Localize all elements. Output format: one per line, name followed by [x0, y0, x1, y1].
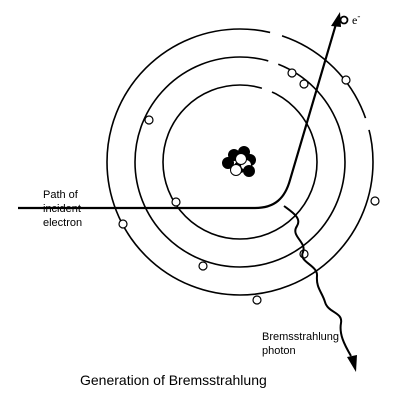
scattered-electron-icon [339, 15, 349, 25]
shell-gaps [261, 30, 371, 131]
gap-m-right [363, 117, 371, 131]
gap-m-upper [269, 30, 283, 39]
arrowhead-icon [347, 355, 357, 372]
electron-symbol: e- [352, 11, 360, 27]
gap-l-upper [267, 59, 279, 68]
electron-icon [341, 75, 351, 85]
shell-k [162, 84, 318, 240]
electron-shells [106, 28, 374, 296]
photon-label: Bremsstrahlung photon [262, 331, 342, 357]
gap-k-upper [261, 85, 274, 95]
arrowhead-icon [331, 12, 341, 27]
nucleus-icon [222, 146, 256, 177]
electron-icon [299, 79, 309, 89]
shell-m [106, 28, 374, 296]
electron-icon [287, 68, 297, 78]
incident-electron-label: Path of incident electron [43, 189, 84, 229]
electron-icon [171, 197, 181, 207]
incident-electron-path [18, 23, 338, 210]
shell-l [134, 56, 346, 268]
electron-icon [370, 196, 380, 206]
electron-icon [118, 219, 128, 229]
diagram-caption: Generation of Bremsstrahlung [80, 372, 267, 388]
orbital-electrons [118, 68, 380, 305]
photon-wave-icon [283, 205, 352, 357]
electron-icon [198, 261, 208, 271]
electron-icon [252, 295, 262, 305]
electron-icon [144, 115, 154, 125]
